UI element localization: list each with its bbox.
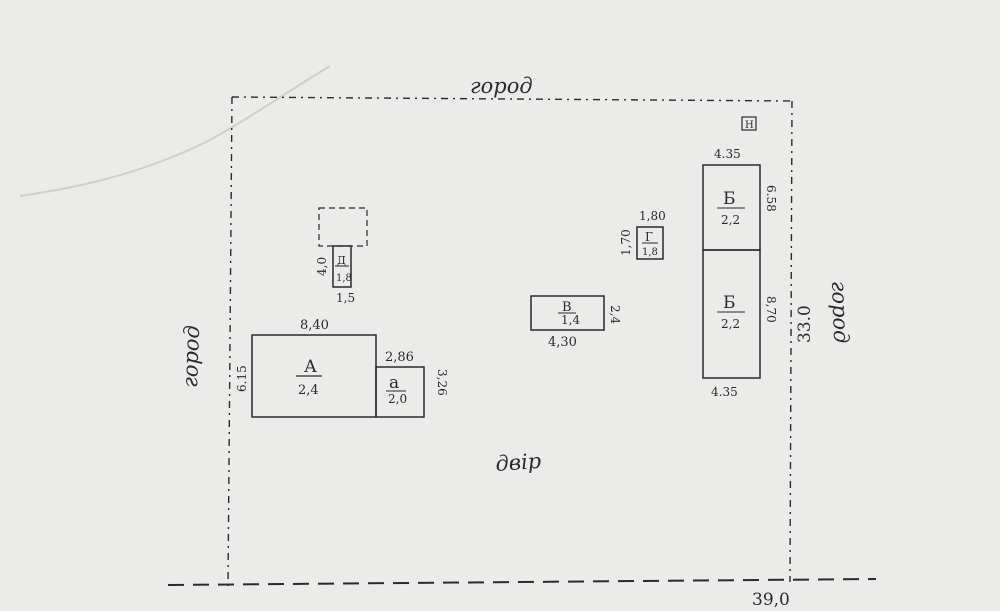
building-G-height: 1,8 xyxy=(642,247,658,258)
building-G-letter: Г xyxy=(645,230,653,244)
building-A-height: 2,4 xyxy=(298,383,319,398)
building-B-lower-length: 4.35 xyxy=(711,385,738,399)
boundary-right xyxy=(789,100,793,583)
building-B-lower-width: 8,70 xyxy=(764,296,778,323)
building-G-outline xyxy=(636,226,664,260)
building-B-lower-letter: Б xyxy=(723,293,736,313)
boundary-bottom xyxy=(167,578,877,586)
building-B-lower-outline xyxy=(702,249,761,379)
building-a: а 2,0 2,86 3,26 xyxy=(375,350,449,418)
building-G: Г 1,8 1,80 1,70 xyxy=(619,209,666,260)
boundary-left xyxy=(227,96,233,587)
building-B-upper-height: 2,2 xyxy=(721,213,740,227)
plot-depth-label: 33.0 xyxy=(795,305,815,343)
building-G-length: 1,80 xyxy=(639,209,666,223)
yard-label: двір xyxy=(495,449,542,476)
corner-marker: Н xyxy=(741,116,757,131)
paper-crease xyxy=(19,65,331,197)
building-D-length: 1,5 xyxy=(336,291,355,305)
corner-marker-label: Н xyxy=(745,120,754,131)
left-boundary-label: город xyxy=(178,325,204,388)
building-A-width: 6.15 xyxy=(235,365,249,392)
right-boundary-label: город xyxy=(827,280,853,343)
building-a-width: 3,26 xyxy=(435,369,449,396)
building-A-letter: А xyxy=(304,357,317,377)
plot-boundary xyxy=(167,96,877,587)
building-V-height: 1,4 xyxy=(561,313,580,327)
building-D-height: 1,8 xyxy=(336,273,352,284)
building-a-height: 2,0 xyxy=(388,392,407,406)
building-B-lower-height: 2,2 xyxy=(721,317,740,331)
plot-width-label: 39,0 xyxy=(752,590,790,610)
building-D-letter: Д xyxy=(337,254,346,267)
building-a-letter: а xyxy=(389,373,399,393)
building-B-upper-width: 6.58 xyxy=(764,185,778,212)
building-V-letter: В xyxy=(562,300,572,315)
building-A-length: 8,40 xyxy=(300,318,329,333)
building-D-width: 4,0 xyxy=(315,257,329,276)
building-A: А 2,4 8,40 6.15 xyxy=(235,318,377,418)
building-B-lower: Б 2,2 4.35 8,70 xyxy=(702,249,778,399)
building-V: В 1,4 4,30 2,4 xyxy=(530,295,622,350)
building-D: Д 1,8 1,5 4,0 xyxy=(315,207,368,305)
building-G-width: 1,70 xyxy=(619,229,633,256)
building-V-length: 4,30 xyxy=(548,335,577,350)
building-B-upper-length: 4.35 xyxy=(714,147,741,161)
building-V-width: 2,4 xyxy=(608,305,622,324)
building-D-outline xyxy=(332,245,352,288)
building-V-outline xyxy=(530,295,605,331)
building-a-length: 2,86 xyxy=(385,350,414,365)
building-a-outline xyxy=(375,366,425,418)
corner-marker-box xyxy=(741,116,757,131)
top-boundary-label: город xyxy=(470,74,533,98)
building-B-upper-letter: Б xyxy=(723,189,736,209)
